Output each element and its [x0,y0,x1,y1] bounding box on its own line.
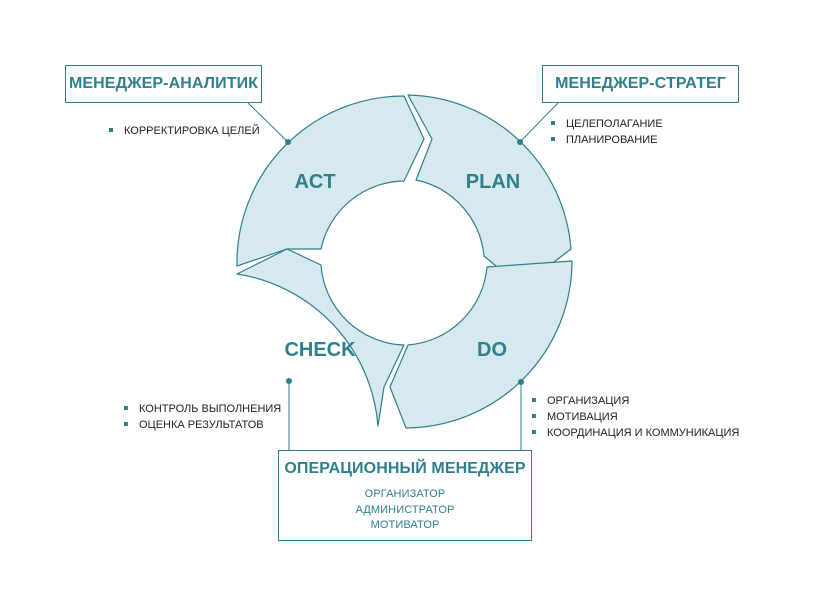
connector-dot-act [285,139,291,145]
role-box-strategist: МЕНЕДЖЕР-СТРАТЕГ [542,65,739,103]
phase-label-act: ACT [294,171,335,193]
connector-act [247,102,289,143]
operational-subrole: ОРГАНИЗАТОР [364,488,446,500]
connector-dot-check [286,378,292,384]
check-task-list: КОНТРОЛЬ ВЫПОЛНЕНИЯ ОЦЕНКА РЕЗУЛЬТАТОВ [124,401,281,433]
role-box-analyst: МЕНЕДЖЕР-АНАЛИТИК [65,65,262,103]
segment-act [236,95,425,267]
role-title-analyst: МЕНЕДЖЕР-АНАЛИТИК [68,75,259,92]
plan-task-list: ЦЕЛЕПОЛАГАНИЕ ПЛАНИРОВАНИЕ [551,116,663,148]
phase-label-do: DO [477,339,507,361]
do-task-item: МОТИВАЦИЯ [532,409,739,425]
act-task-item: КОРРЕКТИРОВКА ЦЕЛЕЙ [109,123,260,139]
plan-task-item: ЦЕЛЕПОЛАГАНИЕ [551,116,663,132]
role-box-operational: ОПЕРАЦИОННЫЙ МЕНЕДЖЕР ОРГАНИЗАТОР АДМИНИ… [278,450,532,541]
do-task-item: ОРГАНИЗАЦИЯ [532,393,739,409]
act-task-list: КОРРЕКТИРОВКА ЦЕЛЕЙ [109,123,260,139]
do-task-list: ОРГАНИЗАЦИЯ МОТИВАЦИЯ КООРДИНАЦИЯ И КОММ… [532,393,739,441]
plan-task-item: ПЛАНИРОВАНИЕ [551,132,663,148]
segment-check [236,248,405,427]
connector-dot-plan [517,139,523,145]
segment-plan [407,94,572,288]
phase-label-plan: PLAN [466,171,520,193]
role-title-strategist: МЕНЕДЖЕР-СТРАТЕГ [555,75,726,92]
phase-label-check: CHECK [284,339,356,361]
operational-subroles: ОРГАНИЗАТОР АДМИНИСТРАТОР МОТИВАТОР [356,487,455,534]
operational-subrole: МОТИВАТОР [370,519,440,531]
connector-plan [519,102,559,143]
operational-subrole: АДМИНИСТРАТОР [355,503,455,516]
segment-do [389,260,573,429]
role-title-operational: ОПЕРАЦИОННЫЙ МЕНЕДЖЕР [284,460,526,477]
check-task-item: КОНТРОЛЬ ВЫПОЛНЕНИЯ [124,401,281,417]
connector-dot-do [518,379,524,385]
do-task-item: КООРДИНАЦИЯ И КОММУНИКАЦИЯ [532,425,739,441]
check-task-item: ОЦЕНКА РЕЗУЛЬТАТОВ [124,417,281,433]
